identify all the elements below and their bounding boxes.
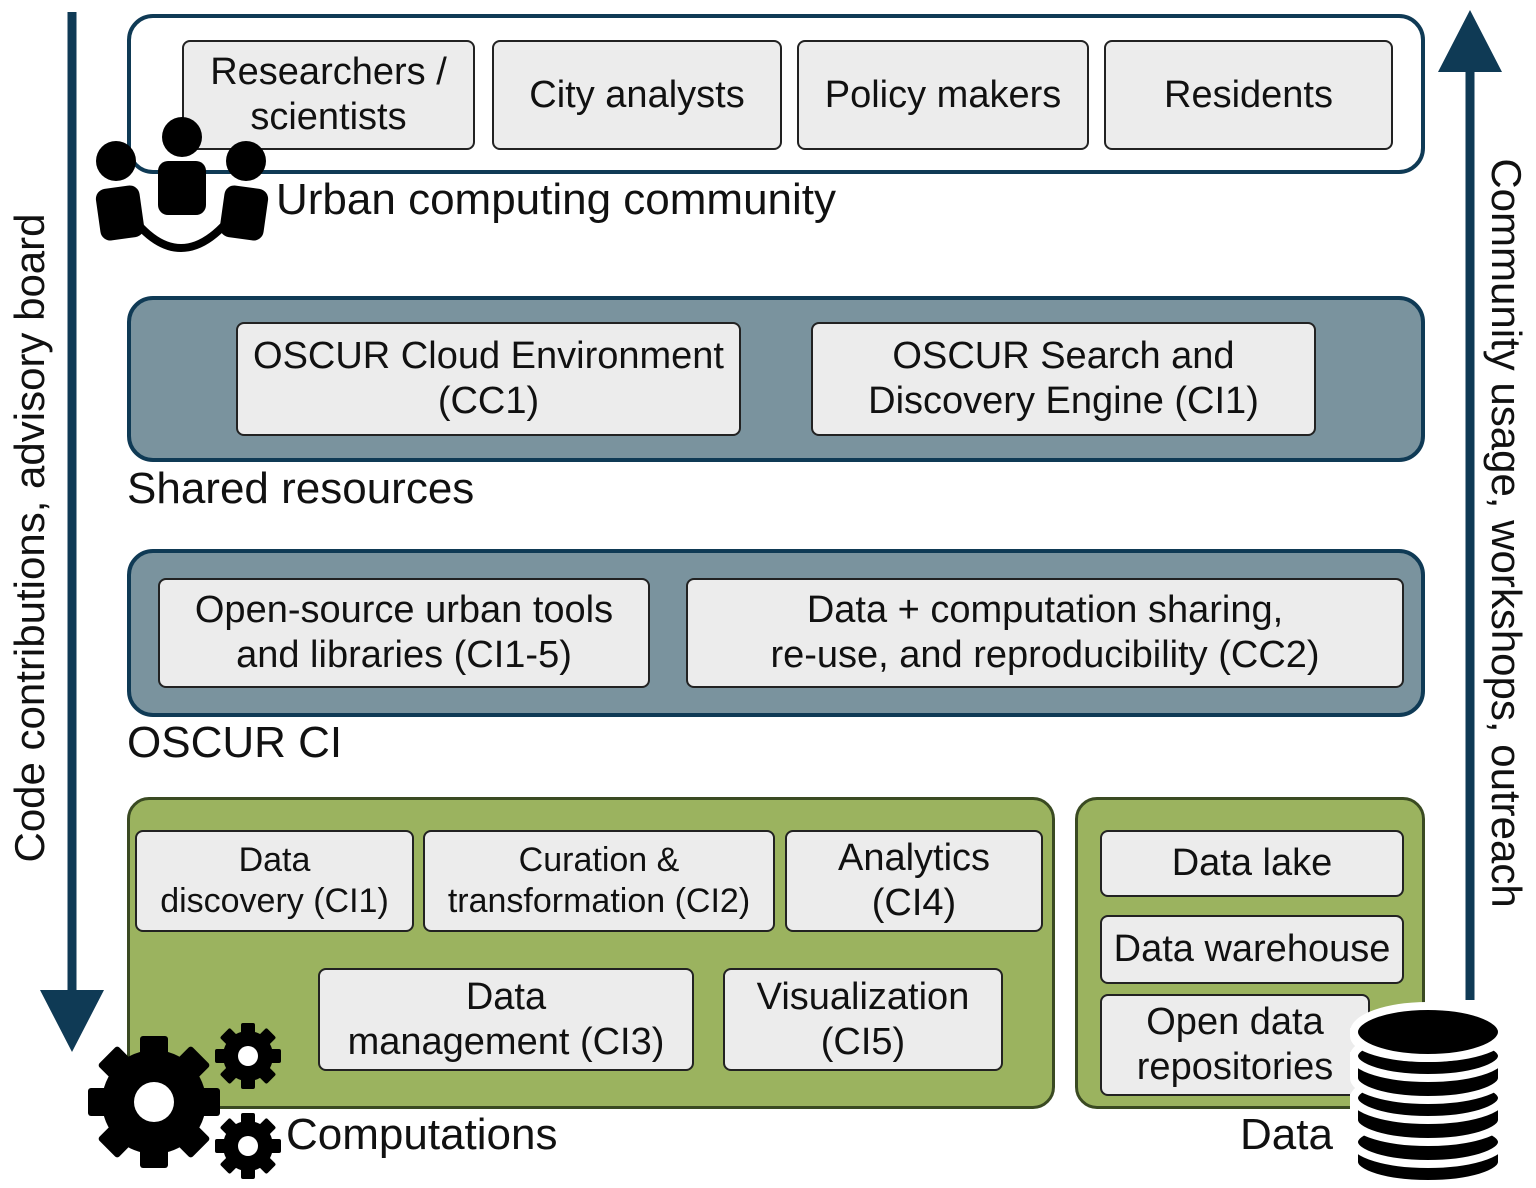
oscur-ci-label: OSCUR CI	[127, 718, 343, 767]
computation-item-curation: Curation & transformation (CI2)	[423, 830, 775, 932]
right-arrow-label: Community usage, workshops, outreach	[1483, 158, 1530, 908]
community-member-city-analysts: City analysts	[492, 40, 782, 150]
data-item-data-warehouse: Data warehouse	[1100, 915, 1404, 984]
data-item-open-data-repositories: Open data repositories	[1100, 994, 1370, 1096]
computation-item-data-management: Data management (CI3)	[318, 968, 694, 1071]
up-arrow	[1438, 10, 1502, 1000]
shared-item-cloud-environment: OSCUR Cloud Environment (CC1)	[236, 322, 741, 436]
computation-item-visualization: Visualization (CI5)	[723, 968, 1003, 1071]
people-icon	[95, 117, 269, 252]
shared-resources-label: Shared resources	[127, 464, 475, 513]
ci-item-sharing: Data + computation sharing, re-use, and …	[686, 578, 1404, 688]
computation-item-analytics: Analytics (CI4)	[785, 830, 1043, 932]
left-arrow-label: Code contributions, advisory board	[6, 213, 53, 863]
community-label: Urban computing community	[276, 175, 837, 224]
ci-item-urban-tools: Open-source urban tools and libraries (C…	[158, 578, 650, 688]
community-member-policy-makers: Policy makers	[797, 40, 1089, 150]
data-label: Data	[1240, 1110, 1333, 1159]
gears-icon	[88, 1023, 281, 1179]
community-member-researchers: Researchers / scientists	[182, 40, 475, 150]
computations-label: Computations	[286, 1110, 558, 1159]
down-arrow	[40, 12, 104, 1052]
data-item-data-lake: Data lake	[1100, 830, 1404, 897]
shared-item-search-engine: OSCUR Search and Discovery Engine (CI1)	[811, 322, 1316, 436]
computation-item-data-discovery: Data discovery (CI1)	[135, 830, 414, 932]
database-icon	[1350, 1002, 1506, 1188]
community-member-residents: Residents	[1104, 40, 1393, 150]
